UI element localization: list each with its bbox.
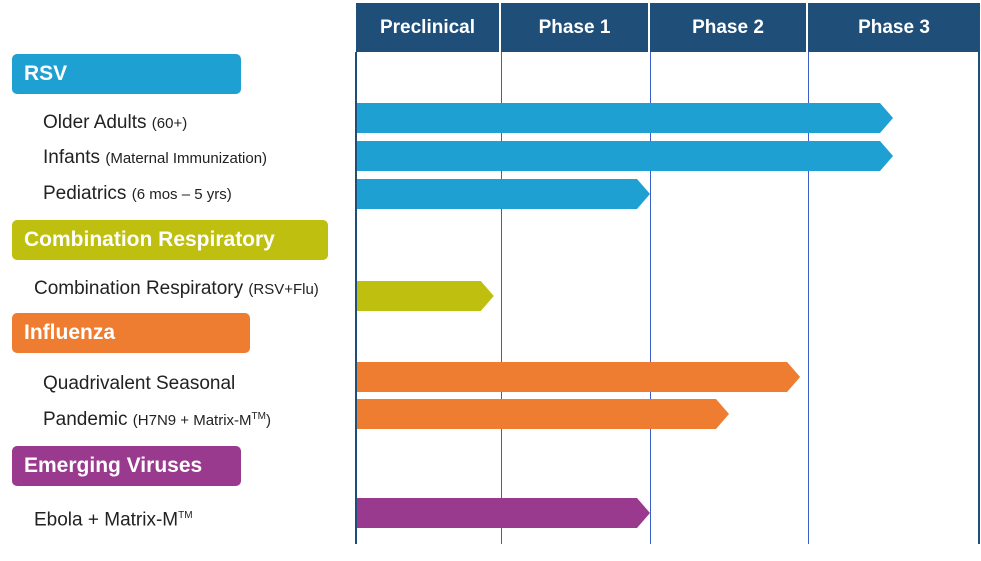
trademark-superscript: TM bbox=[178, 510, 193, 521]
program-label-pandemic: Pandemic (H7N9 + Matrix-MTM) bbox=[43, 405, 271, 433]
category-label-rsv: RSV bbox=[12, 54, 241, 94]
phase-header-preclinical: Preclinical bbox=[356, 3, 501, 52]
program-label-older-adults: Older Adults (60+) bbox=[43, 111, 187, 136]
program-label-ebola: Ebola + Matrix-MTM bbox=[34, 504, 193, 532]
progress-bar-combination-respiratory bbox=[357, 281, 494, 311]
phase-header-phase-3: Phase 3 bbox=[808, 3, 980, 52]
grid-line-phase-3 bbox=[808, 52, 809, 544]
program-name: Combination Respiratory bbox=[34, 278, 244, 299]
grid-line-phase-2 bbox=[650, 52, 651, 544]
category-label-combination-respiratory: Combination Respiratory bbox=[12, 220, 328, 260]
phase-header-phase-2: Phase 2 bbox=[650, 3, 808, 52]
program-detail-end: ) bbox=[266, 412, 271, 429]
progress-bar-pediatrics bbox=[357, 179, 650, 209]
program-label-pediatrics: Pediatrics (6 mos – 5 yrs) bbox=[43, 182, 232, 207]
program-name: Ebola + Matrix-M bbox=[34, 509, 179, 531]
program-name: Pandemic bbox=[43, 409, 128, 430]
program-detail-text: (H7N9 + Matrix-M bbox=[132, 412, 252, 429]
program-detail: (60+) bbox=[151, 115, 188, 132]
progress-bar-infants bbox=[357, 141, 893, 171]
grid-line-end bbox=[978, 52, 980, 544]
grid-line-phase-1 bbox=[501, 52, 502, 544]
program-label-combination-respiratory: Combination Respiratory (RSV+Flu) bbox=[34, 277, 319, 302]
progress-bar-quadrivalent-seasonal bbox=[357, 362, 801, 392]
program-detail: (H7N9 + Matrix-MTM) bbox=[132, 411, 271, 429]
program-name: Quadrivalent Seasonal bbox=[43, 373, 236, 394]
progress-bar-older-adults bbox=[357, 103, 893, 133]
phase-header-phase-1: Phase 1 bbox=[501, 3, 650, 52]
program-detail: (RSV+Flu) bbox=[248, 281, 319, 298]
progress-bar-pandemic bbox=[357, 399, 729, 429]
trademark-superscript: TM bbox=[251, 411, 266, 422]
program-detail: (6 mos – 5 yrs) bbox=[131, 186, 232, 203]
program-label-infants: Infants (Maternal Immunization) bbox=[43, 146, 267, 171]
grid-line-start bbox=[355, 52, 357, 544]
category-label-emerging-viruses: Emerging Viruses bbox=[12, 446, 241, 486]
program-label-quadrivalent-seasonal: Quadrivalent Seasonal bbox=[43, 372, 235, 396]
program-name: Infants bbox=[43, 147, 101, 168]
program-name: Older Adults bbox=[43, 112, 147, 133]
category-label-influenza: Influenza bbox=[12, 313, 250, 353]
program-detail: (Maternal Immunization) bbox=[105, 150, 268, 167]
progress-bar-ebola-matrix-m bbox=[357, 498, 650, 528]
program-name: Pediatrics bbox=[43, 183, 127, 204]
